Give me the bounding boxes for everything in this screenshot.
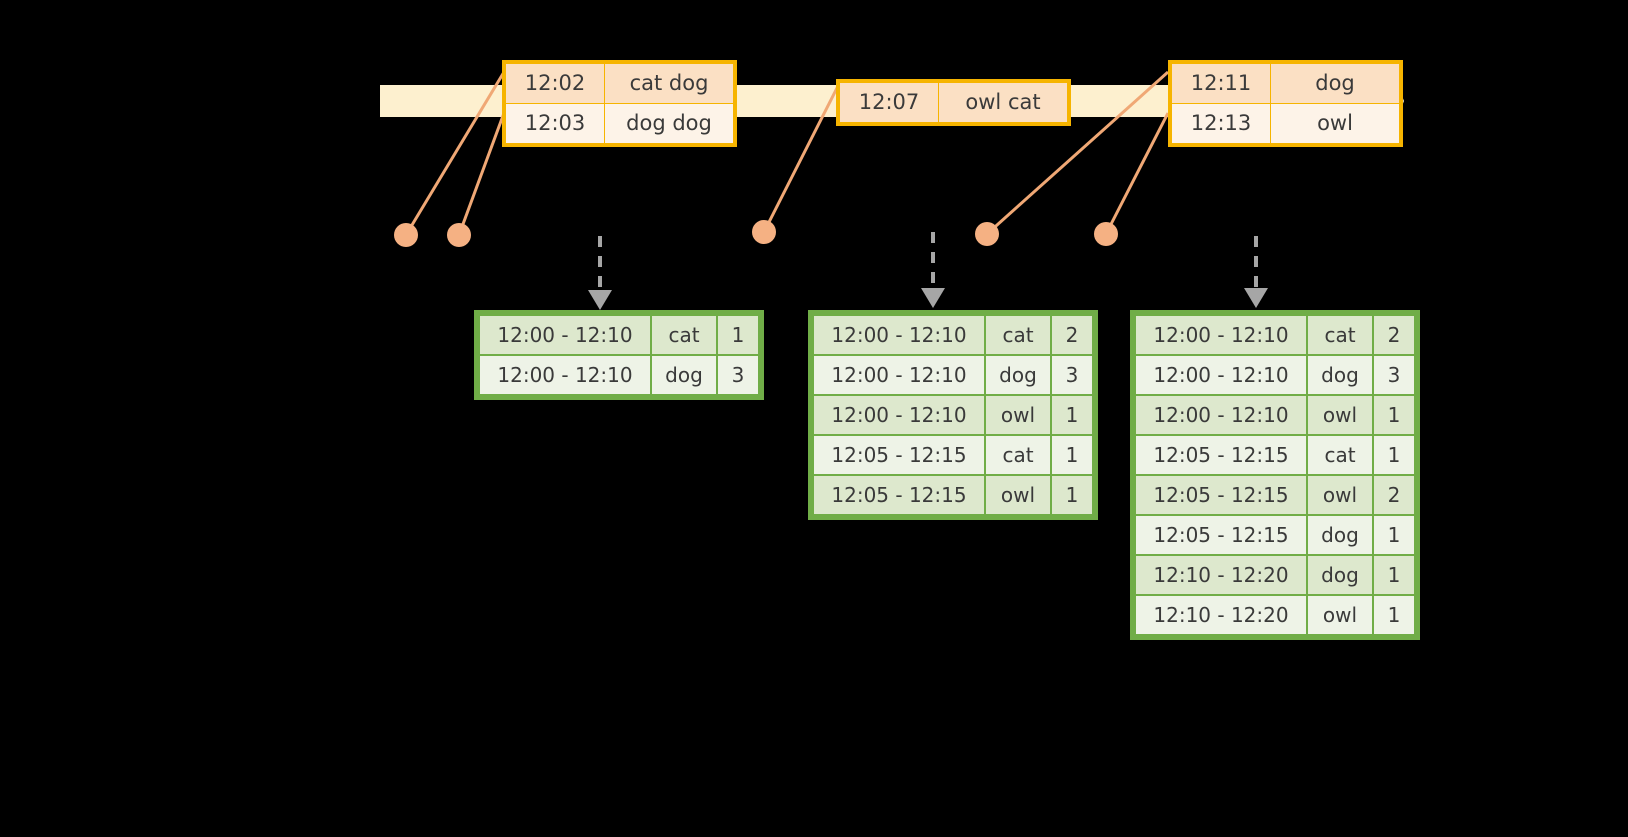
result-count: 2	[1372, 474, 1416, 516]
result-window: 12:05 - 12:15	[1134, 514, 1308, 556]
event-dot-5	[1094, 222, 1118, 246]
event-time: 12:02	[505, 63, 605, 104]
result-window: 12:10 - 12:20	[1134, 594, 1308, 636]
result-key: owl	[984, 394, 1052, 436]
result-count: 1	[1372, 514, 1416, 556]
result-count: 1	[1372, 434, 1416, 476]
result-window: 12:00 - 12:10	[1134, 314, 1308, 356]
result-key: dog	[984, 354, 1052, 396]
result-window: 12:05 - 12:15	[1134, 474, 1308, 516]
trigger-arrowhead-2	[921, 288, 945, 308]
event-time: 12:03	[505, 103, 605, 144]
connector-line-5	[1104, 112, 1170, 235]
result-key: dog	[650, 354, 718, 396]
connector-line-2	[457, 112, 506, 236]
result-key: dog	[1306, 514, 1374, 556]
result-key: cat	[984, 314, 1052, 356]
trigger-arrowheads	[588, 288, 1268, 310]
result-count: 1	[1050, 474, 1094, 516]
event-group-b[interactable]: 12:07 owl cat	[836, 79, 1071, 126]
result-window: 12:00 - 12:10	[812, 354, 986, 396]
result-window: 12:00 - 12:10	[478, 314, 652, 356]
result-window: 12:00 - 12:10	[478, 354, 652, 396]
result-key: owl	[1306, 474, 1374, 516]
event-value: owl	[1270, 103, 1400, 144]
event-row: 12:03 dog dog	[505, 103, 734, 144]
event-time: 12:13	[1171, 103, 1271, 144]
result-key: dog	[1306, 554, 1374, 596]
result-key: owl	[1306, 394, 1374, 436]
event-time: 12:11	[1171, 63, 1271, 104]
result-count: 1	[1372, 594, 1416, 636]
result-window: 12:00 - 12:10	[812, 314, 986, 356]
event-time: 12:07	[839, 82, 939, 123]
event-dot-4	[975, 222, 999, 246]
event-dot-2	[447, 223, 471, 247]
result-count: 3	[1050, 354, 1094, 396]
event-dot-1	[394, 223, 418, 247]
connector-dots	[394, 220, 1118, 247]
result-window: 12:00 - 12:10	[812, 394, 986, 436]
trigger-arrows	[598, 232, 1258, 292]
result-count: 1	[1050, 394, 1094, 436]
event-row: 12:11 dog	[1171, 63, 1400, 104]
result-window: 12:05 - 12:15	[812, 474, 986, 516]
result-count: 1	[1372, 394, 1416, 436]
event-row: 12:13 owl	[1171, 103, 1400, 144]
event-row: 12:07 owl cat	[839, 82, 1068, 123]
result-count: 1	[716, 314, 760, 356]
result-key: dog	[1306, 354, 1374, 396]
result-key: cat	[1306, 314, 1374, 356]
result-key: owl	[984, 474, 1052, 516]
result-window: 12:05 - 12:15	[1134, 434, 1308, 476]
result-key: cat	[1306, 434, 1374, 476]
result-count: 1	[1050, 434, 1094, 476]
trigger-arrowhead-3	[1244, 288, 1268, 308]
event-value: owl cat	[938, 82, 1068, 123]
result-window: 12:00 - 12:10	[1134, 394, 1308, 436]
event-value: dog dog	[604, 103, 734, 144]
event-value: cat dog	[604, 63, 734, 104]
result-window: 12:10 - 12:20	[1134, 554, 1308, 596]
result-count: 3	[1372, 354, 1416, 396]
result-window: 12:05 - 12:15	[812, 434, 986, 476]
trigger-arrowhead-1	[588, 290, 612, 310]
result-key: owl	[1306, 594, 1374, 636]
result-count: 3	[716, 354, 760, 396]
event-value: dog	[1270, 63, 1400, 104]
result-key: cat	[984, 434, 1052, 476]
event-group-c[interactable]: 12:11 dog 12:13 owl	[1168, 60, 1403, 147]
result-count: 2	[1372, 314, 1416, 356]
result-count: 2	[1050, 314, 1094, 356]
event-group-a[interactable]: 12:02 cat dog 12:03 dog dog	[502, 60, 737, 147]
result-key: cat	[650, 314, 718, 356]
result-window: 12:00 - 12:10	[1134, 354, 1308, 396]
event-dot-3	[752, 220, 776, 244]
event-row: 12:02 cat dog	[505, 63, 734, 104]
result-count: 1	[1372, 554, 1416, 596]
